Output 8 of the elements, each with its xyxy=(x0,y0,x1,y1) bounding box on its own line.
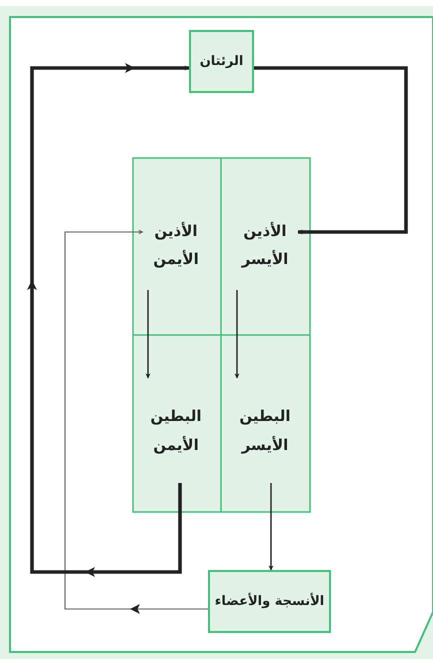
organ-box xyxy=(208,570,331,633)
organ-label: الأنسجة والأعضاء xyxy=(214,594,324,609)
chamber-label: الأذين الأيمن xyxy=(152,220,200,270)
organ-label: الرئتان xyxy=(200,54,244,69)
chamber-label: الأذين الأيسر xyxy=(240,220,290,270)
chamber-label: البطين الأيسر xyxy=(238,406,292,456)
chamber-label: البطين الأيمن xyxy=(149,406,203,456)
organ-box xyxy=(189,30,254,93)
